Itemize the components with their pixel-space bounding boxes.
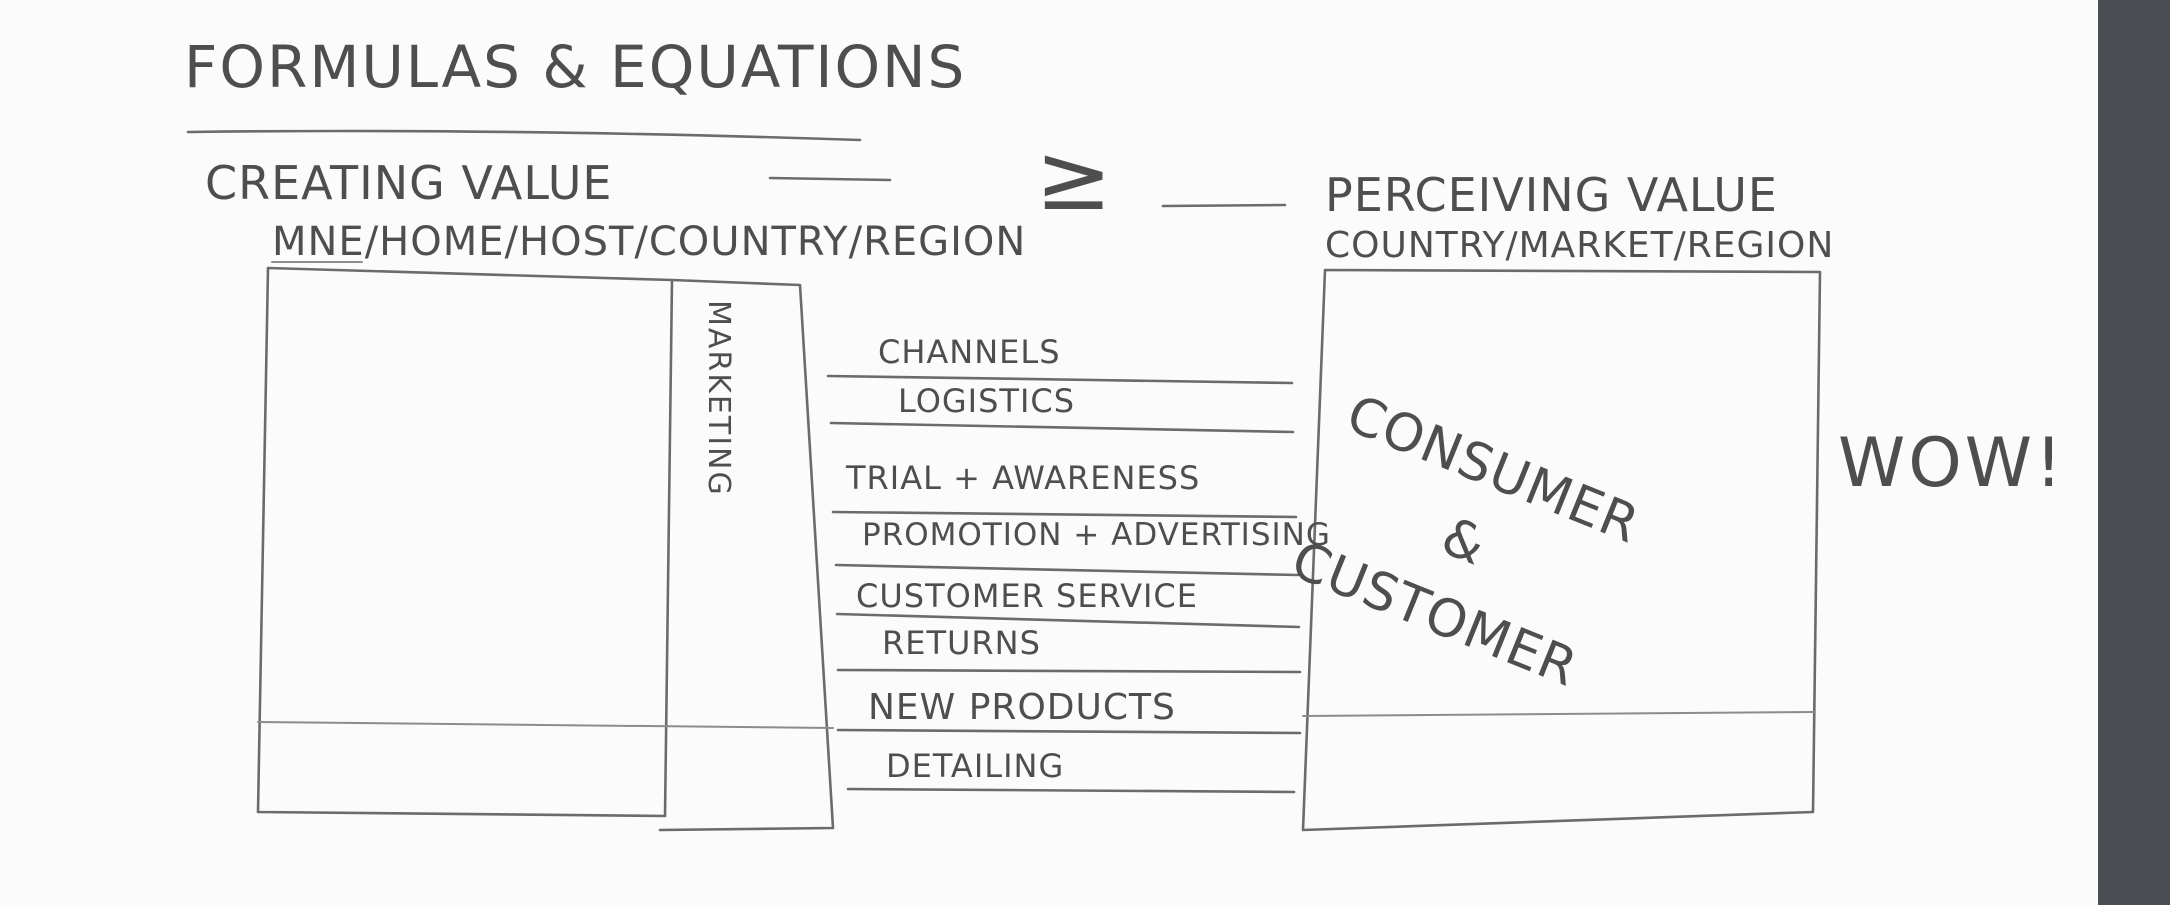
right-connector-dash — [1161, 203, 1287, 208]
marketing-column — [658, 278, 835, 832]
activity-detailing: DETAILING — [886, 747, 1065, 785]
perceiving-value-subheading: COUNTRY/MARKET/REGION — [1325, 225, 1835, 266]
activity-line-1 — [826, 374, 1294, 385]
greater-or-equal-symbol: ≥ — [1035, 124, 1114, 231]
activity-line-2 — [829, 421, 1295, 434]
activity-line-6 — [836, 668, 1302, 674]
title-underline — [186, 129, 862, 142]
activity-lines — [826, 374, 1302, 794]
creating-value-box — [256, 266, 674, 818]
perceiving-value-heading: PERCEIVING VALUE — [1325, 168, 1778, 222]
page-title: FORMULAS & EQUATIONS — [184, 33, 967, 101]
wow-label: WOW! — [1838, 424, 2066, 503]
activity-line-3 — [831, 510, 1298, 519]
activity-line-5 — [835, 612, 1301, 629]
activity-logistics: LOGISTICS — [898, 382, 1076, 420]
activity-line-7 — [836, 728, 1302, 735]
perceiving-value-box — [1301, 268, 1822, 832]
activity-customer-service: CUSTOMER SERVICE — [856, 577, 1198, 615]
canvas-page: FORMULAS & EQUATIONS CREATING VALUE MNE/… — [184, 33, 2066, 832]
activity-trial-awareness: TRIAL + AWARENESS — [846, 459, 1201, 497]
activity-new-products: NEW PRODUCTS — [868, 687, 1176, 728]
creating-value-subheading: MNE/HOME/HOST/COUNTRY/REGION — [272, 219, 1027, 265]
creating-value-heading: CREATING VALUE — [205, 156, 613, 210]
activity-channels: CHANNELS — [878, 333, 1061, 371]
activity-returns: RETURNS — [882, 624, 1041, 662]
activity-promotion-advertising: PROMOTION + ADVERTISING — [862, 517, 1331, 553]
viewer-scrollbar[interactable] — [2098, 0, 2170, 905]
left-connector-dash — [768, 176, 892, 182]
right-midline — [1302, 711, 1816, 717]
activity-line-8 — [846, 787, 1296, 794]
left-midline — [257, 721, 834, 729]
diagram-lines — [186, 129, 1822, 832]
marketing-label: MARKETING — [701, 300, 736, 497]
activity-line-4 — [834, 563, 1300, 577]
